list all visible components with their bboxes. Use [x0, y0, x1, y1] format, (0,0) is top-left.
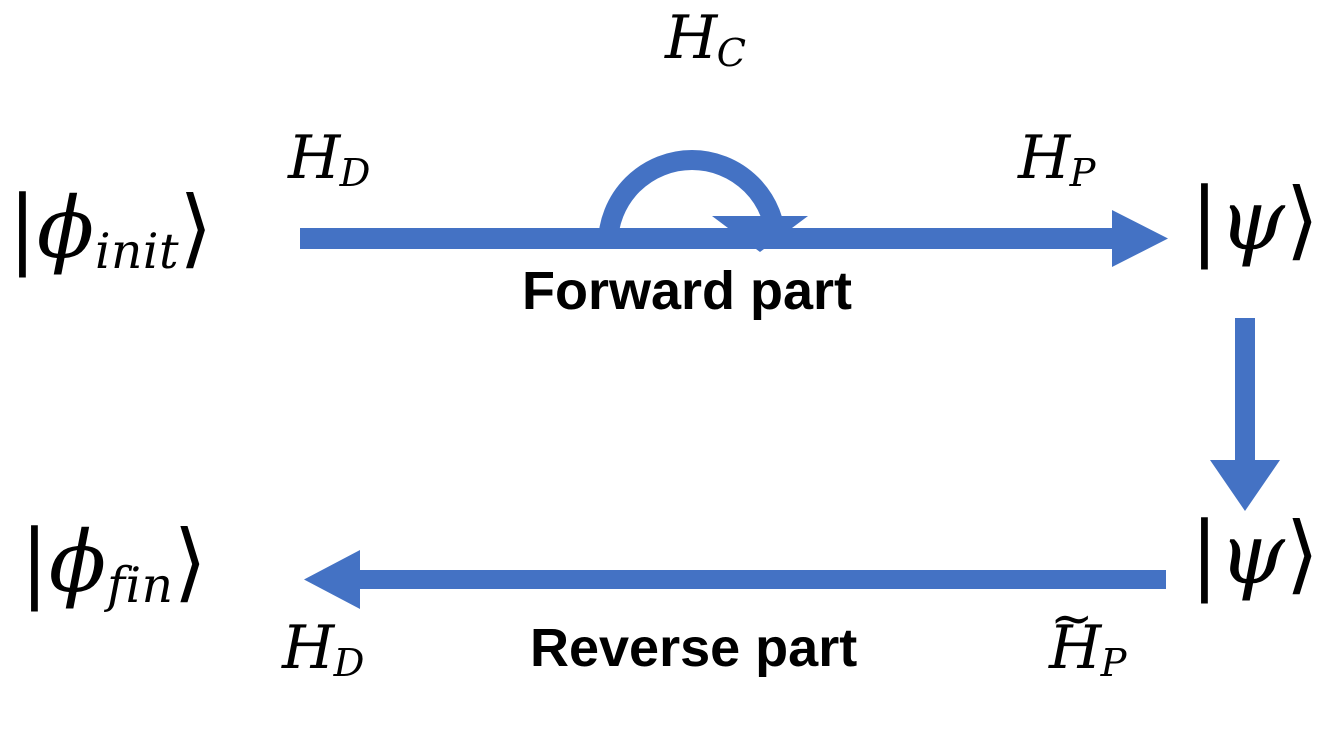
h-symbol: H [282, 613, 335, 683]
h-subscript: C [716, 30, 746, 76]
ket-open-bracket: | [1190, 170, 1219, 270]
caption-reverse-part: Reverse part [530, 618, 858, 678]
h-subscript: D [333, 640, 365, 686]
label-h-c-catalyst: HC [665, 8, 747, 72]
h-symbol: H [288, 123, 341, 193]
label-h-tilde-p: ~HP [1049, 594, 1127, 683]
h-subscript: P [1100, 640, 1127, 686]
label-h-d-reverse: HD [282, 618, 365, 682]
state-phi-init: |ϕinit⟩ [8, 185, 213, 276]
h-symbol: H [1049, 613, 1102, 683]
ket-symbol-phi: ϕ [48, 513, 107, 611]
tilde-accent: ~ [1050, 589, 1094, 650]
ket-open-bracket: | [20, 512, 49, 612]
ket-close-bracket: ⟩ [1285, 504, 1320, 604]
arrow-arc-down-icon [598, 150, 808, 252]
state-psi-reverse-input: |ψ⟩ [1190, 511, 1319, 598]
label-h-d-forward: HD [288, 128, 371, 192]
arrow-right-icon [300, 210, 1168, 267]
label-h-p-forward: HP [1018, 128, 1096, 192]
ket-close-bracket: ⟩ [179, 178, 213, 278]
arrow-left-icon [304, 550, 1166, 609]
h-subscript: D [339, 150, 371, 196]
ket-subscript-init: init [94, 223, 180, 280]
caption-forward-part: Forward part [522, 261, 853, 321]
ket-close-bracket: ⟩ [173, 512, 207, 612]
ket-open-bracket: | [1190, 504, 1219, 604]
h-symbol: H [665, 3, 718, 73]
ket-open-bracket: | [8, 178, 37, 278]
h-symbol-with-tilde: ~H [1049, 594, 1101, 678]
ket-symbol-psi: ψ [1218, 505, 1286, 603]
arrow-down-icon [1210, 318, 1280, 511]
h-symbol: H [1018, 123, 1071, 193]
ket-symbol-psi: ψ [1218, 171, 1286, 269]
state-phi-fin: |ϕfin⟩ [20, 519, 207, 610]
h-subscript: P [1069, 150, 1096, 196]
state-psi-forward-output: |ψ⟩ [1190, 177, 1319, 264]
ket-subscript-fin: fin [106, 557, 174, 614]
ket-close-bracket: ⟩ [1285, 170, 1320, 270]
ket-symbol-phi: ϕ [36, 179, 95, 277]
